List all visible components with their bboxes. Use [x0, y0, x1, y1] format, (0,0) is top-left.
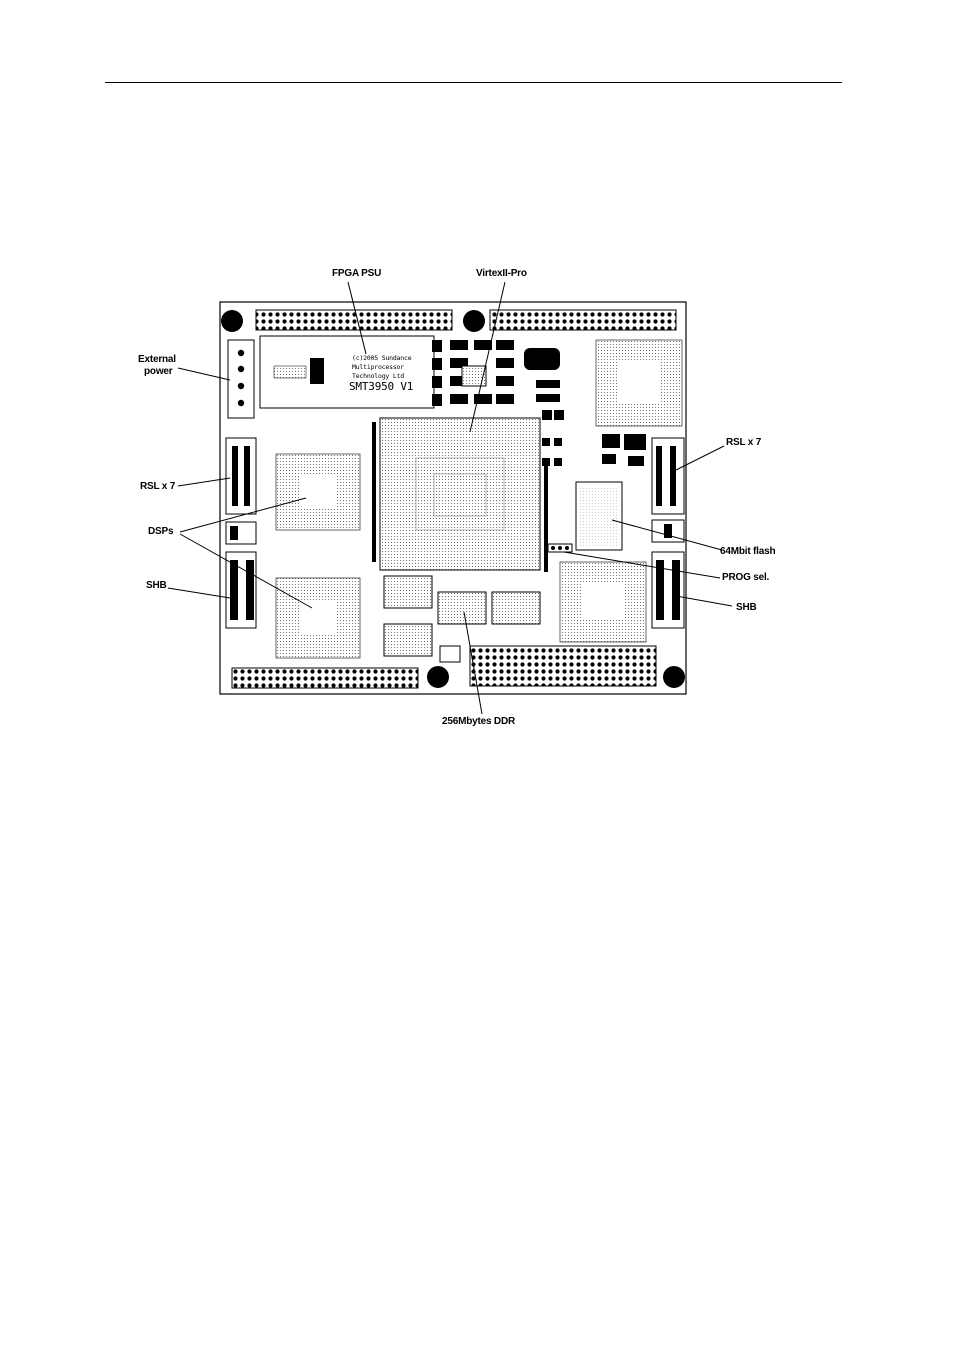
- label-external-power-2: power: [144, 366, 173, 377]
- mount-hole-bm: [427, 666, 449, 688]
- mount-hole-br: [663, 666, 685, 688]
- label-flash: 64Mbit flash: [720, 546, 776, 557]
- ddr-chip-4: [383, 623, 433, 657]
- mount-hole-tl: [221, 310, 243, 332]
- header-bottom-left: [231, 667, 419, 689]
- label-shb-left: SHB: [146, 580, 167, 591]
- board-diagram: [167, 281, 733, 715]
- label-virtex: VirtexII-Pro: [476, 268, 527, 279]
- oscillator: [524, 348, 560, 370]
- header-bottom-right: [469, 645, 657, 687]
- header-top-left: [255, 309, 453, 331]
- header-top-right: [489, 309, 677, 331]
- silkscreen-model: SMT3950 V1: [349, 380, 414, 393]
- silkscreen-line-2: Multiprocessor: [352, 363, 404, 371]
- label-dsps: DSPs: [148, 526, 174, 537]
- header-rule: [105, 82, 842, 83]
- silkscreen-line-1: (c)2005 Sundance: [352, 354, 412, 362]
- power-components: [432, 340, 514, 406]
- board-figure: (c)2005 Sundance Multiprocessor Technolo…: [120, 262, 786, 738]
- silkscreen-line-3: Technology Ltd: [352, 372, 404, 380]
- mount-hole-tm: [463, 310, 485, 332]
- label-prog-sel: PROG sel.: [722, 572, 770, 583]
- leader-lines: [167, 281, 733, 715]
- rsl-connector-left: [225, 437, 257, 515]
- label-rsl-left: RSL x 7: [140, 481, 176, 492]
- label-rsl-right: RSL x 7: [726, 437, 762, 448]
- label-external-power-1: External: [138, 354, 176, 365]
- ddr-chip-3: [491, 591, 541, 625]
- ddr-chip-1: [383, 575, 433, 609]
- label-fpga-psu: FPGA PSU: [332, 268, 382, 279]
- label-shb-right: SHB: [736, 602, 757, 613]
- fpga-virtex: [379, 417, 541, 571]
- label-ddr: 256Mbytes DDR: [442, 716, 515, 727]
- ddr-chip-2: [437, 591, 487, 625]
